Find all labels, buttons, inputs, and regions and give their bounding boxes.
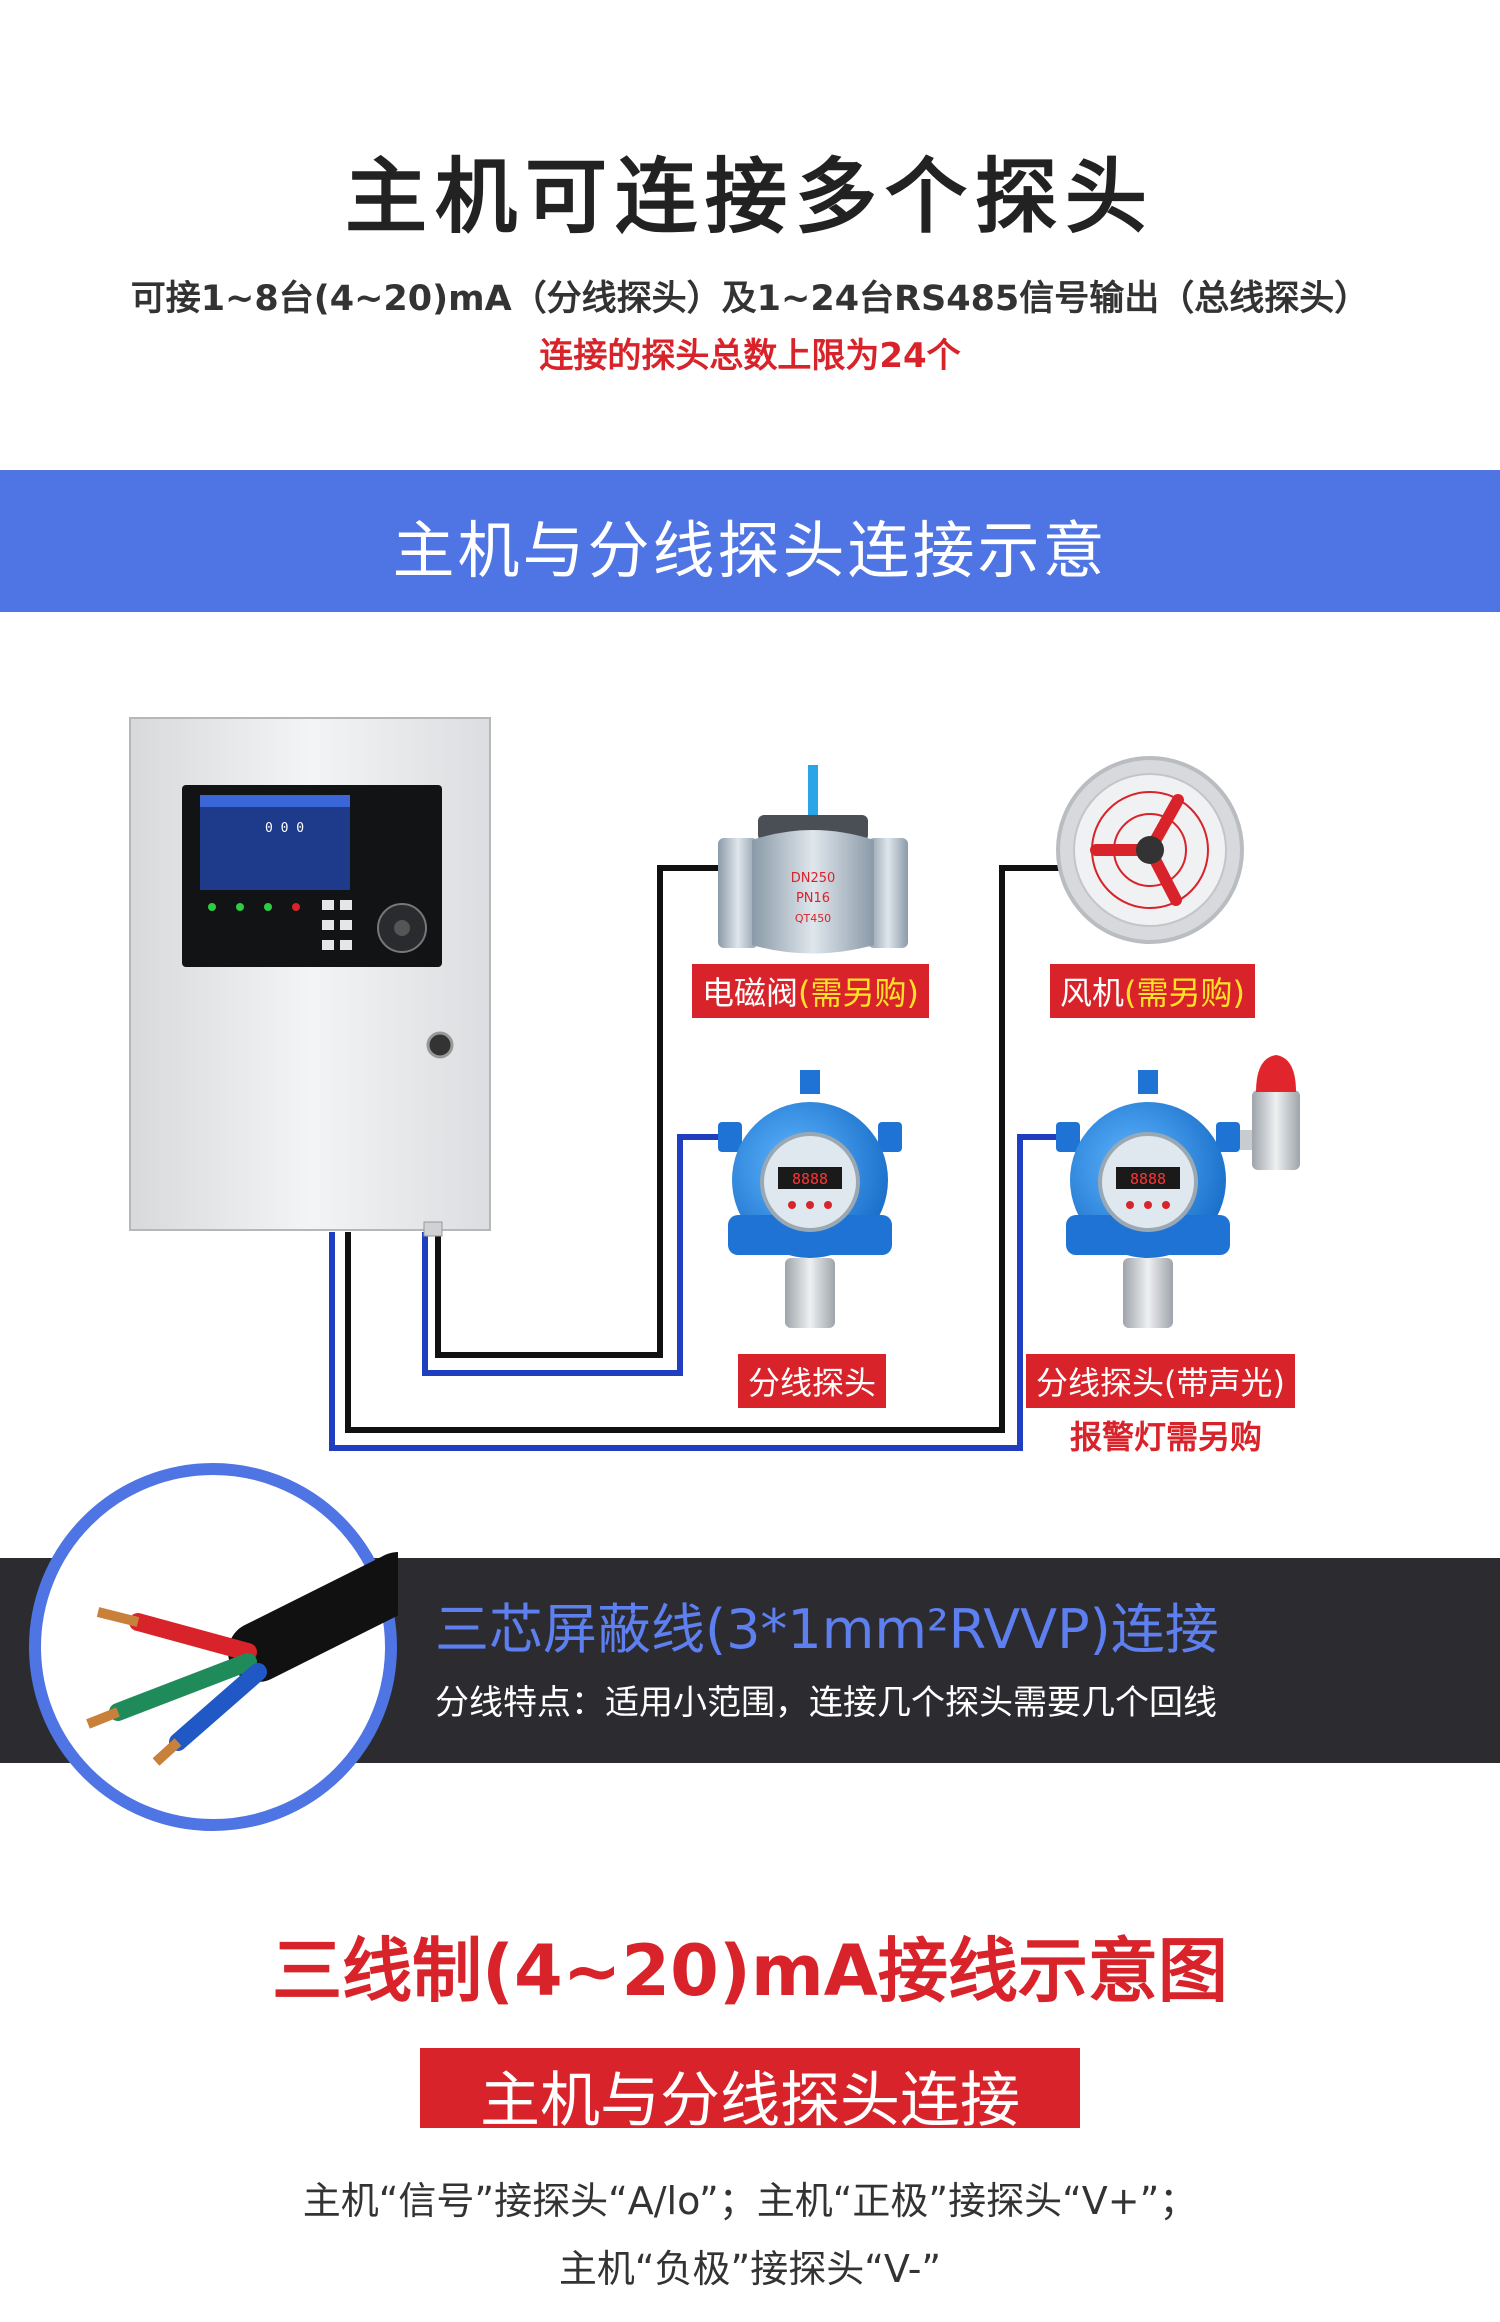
section-banner-title: 主机与分线探头连接示意: [392, 514, 1108, 587]
alarm-light-note: 报警灯需另购: [1070, 1418, 1263, 1456]
capacity-description: 可接1~8台(4~20)mA（分线探头）及1~24台RS485信号输出（总线探头…: [130, 279, 1370, 319]
probe-with-alarm-label: 分线探头(带声光): [1026, 1354, 1295, 1408]
wiring-banner-title: 主机与分线探头连接: [480, 2066, 1020, 2136]
svg-text:8888: 8888: [1130, 1170, 1166, 1188]
svg-text:DN250: DN250: [791, 871, 836, 886]
svg-text:PN16: PN16: [796, 891, 830, 906]
keypad-icon: [322, 900, 352, 950]
alarm-light-icon: [1240, 1055, 1300, 1170]
wiring-description-line2: 主机“负极”接探头“V-”: [558, 2247, 942, 2291]
lock-icon: [426, 1031, 454, 1059]
probe-label: 分线探头: [738, 1354, 887, 1408]
cable-photo-icon: [29, 1463, 398, 1831]
connection-diagram: 0 0 0 DN250 PN16 QT450: [129, 717, 1300, 1451]
fan-icon: [1056, 756, 1244, 944]
gas-probe-icon: 8888: [718, 1070, 902, 1328]
svg-text:0 0 0: 0 0 0: [265, 821, 304, 836]
wiring-diagram-title: 三线制(4~20)mA接线示意图: [272, 1930, 1228, 2012]
controller-screen: [200, 795, 350, 890]
solenoid-valve-icon: DN250 PN16 QT450: [718, 765, 908, 954]
svg-text:8888: 8888: [792, 1170, 828, 1188]
section-banner: [0, 470, 1500, 612]
wiring-banner: [420, 2048, 1080, 2128]
solenoid-valve-label: 电磁阀(需另购): [692, 964, 929, 1018]
status-leds: [208, 903, 300, 911]
fan-label: 风机(需另购): [1050, 964, 1255, 1018]
capacity-limit-note: 连接的探头总数上限为24个: [539, 336, 961, 376]
page-title: 主机可连接多个探头: [344, 150, 1155, 245]
cable-subtitle: 分线特点：适用小范围，连接几个探头需要几个回线: [435, 1683, 1217, 1723]
controller-cabinet: 0 0 0: [129, 717, 491, 1237]
gas-probe-with-alarm-icon: 8888: [1056, 1055, 1300, 1328]
wiring-description-line1: 主机“信号”接探头“A/lo”；主机“正极”接探头“V+”；: [302, 2179, 1198, 2223]
svg-text:QT450: QT450: [795, 912, 831, 925]
cable-title: 三芯屏蔽线(3*1mm²RVVP)连接: [435, 1598, 1219, 1661]
wiring-lines: [329, 865, 1060, 1451]
